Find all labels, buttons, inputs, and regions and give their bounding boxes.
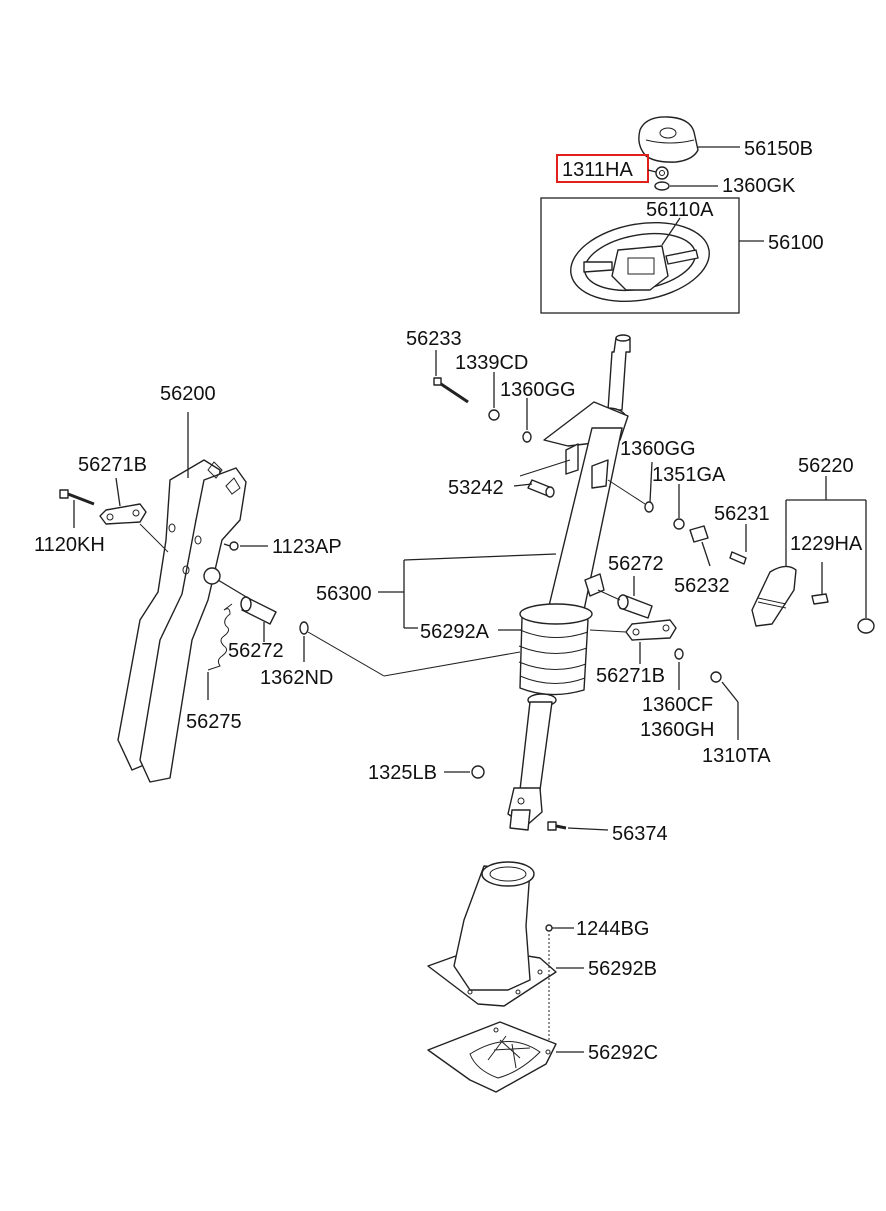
label-1360GK: 1360GK [722,175,796,197]
label-56272-left: 56272 [228,640,284,662]
label-1360GH: 1360GH [640,719,715,741]
label-1229HA: 1229HA [790,533,863,555]
label-56150B: 56150B [744,138,813,160]
label-56374: 56374 [612,823,668,845]
washer-1360GK [654,181,670,191]
bushing-56272-right [617,594,653,619]
highlight-box-1311HA [556,154,649,183]
screw-56231 [729,551,747,565]
label-1325LB: 1325LB [368,762,437,784]
label-56272-right: 56272 [608,553,664,575]
steering-column-shaft [543,334,631,611]
label-56232: 56232 [674,575,730,597]
column-boot-56292A [518,603,593,696]
floor-boot-56292B [427,861,557,1007]
label-53242: 53242 [448,477,504,499]
floor-plate-56292C [427,1021,557,1093]
label-1360GG-upper: 1360GG [500,379,576,401]
label-1120KH: 1120KH [34,534,105,556]
label-1360GG-lower: 1360GG [620,438,696,460]
nut-1311HA [655,166,669,180]
nut-1325LB [471,765,485,779]
label-56300: 56300 [316,583,372,605]
label-56271B-right: 56271B [596,665,665,687]
label-1310TA: 1310TA [702,745,771,767]
clip-56271B-left [99,503,147,525]
label-1351GA: 1351GA [652,464,726,486]
label-56220: 56220 [798,455,854,477]
label-1244BG: 1244BG [576,918,649,940]
column-bracket-56200 [117,459,247,783]
washer-1360GG-lower [644,501,654,513]
label-56292A: 56292A [420,621,490,643]
spring-56275 [207,603,233,671]
label-1360CF: 1360CF [642,694,713,716]
label-1123AP: 1123AP [272,536,342,558]
label-56110A: 56110A [646,199,714,221]
label-56292B: 56292B [588,958,657,980]
label-56275: 56275 [186,711,242,733]
label-1362ND: 1362ND [260,667,333,689]
nut-1339CD [488,409,500,421]
bushing-1351GA [673,518,685,530]
screw-1123AP [223,541,239,551]
washer-1362ND [299,621,309,635]
label-56271B-left: 56271B [78,454,147,476]
bolt-56374 [547,821,567,831]
lower-shaft [507,693,557,831]
cover-56220 [751,565,797,627]
washer-1360CF [674,648,684,660]
bolt-56233 [433,377,469,404]
label-56292C: 56292C [588,1042,658,1064]
screw-1229HA [811,562,829,605]
label-1339CD: 1339CD [455,352,528,374]
label-56233: 56233 [406,328,462,350]
cap-56220 [857,618,875,634]
steering-wheel-box [540,197,740,314]
label-56200: 56200 [160,383,216,405]
label-1311HA: 1311HA [562,159,633,181]
bushing-56272-left [240,596,277,625]
bushing-56232 [689,525,709,543]
label-56231: 56231 [714,503,770,525]
washer-1360GG-upper [522,431,532,443]
steering-wheel [570,221,710,303]
label-56100: 56100 [768,232,824,254]
nut-1310TA [710,671,722,683]
bolt-1120KH [59,489,95,506]
bolt-1244BG [545,924,553,932]
clip-56271B-right [625,619,677,641]
pin-53242 [527,479,555,498]
